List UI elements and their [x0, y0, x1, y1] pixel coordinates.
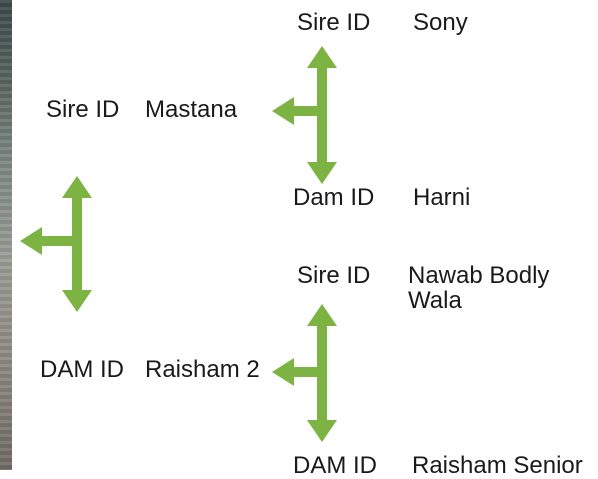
root-branch: [38, 236, 74, 246]
dam-sire-id-label: Sire ID: [297, 262, 371, 289]
sire-parents-stem: [317, 64, 327, 166]
dam-branch: [290, 367, 320, 377]
sire-dam-name: Harni: [413, 184, 471, 211]
sire-id-label: Sire ID: [46, 96, 120, 123]
left-arrowhead-icon: [272, 97, 294, 125]
dam-dam-name: Raisham Senior: [412, 452, 583, 479]
animal-photo-edge: [0, 0, 12, 470]
sire-dam-id-label: Dam ID: [293, 184, 375, 211]
sire-sire-id-label: Sire ID: [297, 9, 371, 36]
left-arrowhead-icon: [20, 227, 42, 255]
down-arrowhead-icon: [307, 162, 337, 184]
root-parents-connector: [20, 176, 92, 312]
dam-parents-stem: [317, 322, 327, 424]
sire-parents-connector: [272, 46, 337, 184]
down-arrowhead-icon: [307, 420, 337, 442]
up-arrowhead-icon: [307, 46, 337, 68]
dam-sire-name: Nawab Bodly Wala: [408, 262, 550, 314]
sire-branch: [290, 106, 320, 116]
down-arrowhead-icon: [62, 290, 92, 312]
left-arrowhead-icon: [272, 358, 294, 386]
up-arrowhead-icon: [62, 176, 92, 198]
dam-parents-connector: [272, 304, 337, 442]
up-arrowhead-icon: [307, 304, 337, 326]
root-parents-stem: [72, 194, 82, 294]
sire-name: Mastana: [145, 96, 238, 123]
dam-dam-id-label: DAM ID: [293, 452, 377, 479]
dam-id-label: DAM ID: [40, 356, 124, 383]
sire-sire-name: Sony: [413, 9, 468, 36]
dam-name: Raisham 2: [145, 356, 260, 383]
